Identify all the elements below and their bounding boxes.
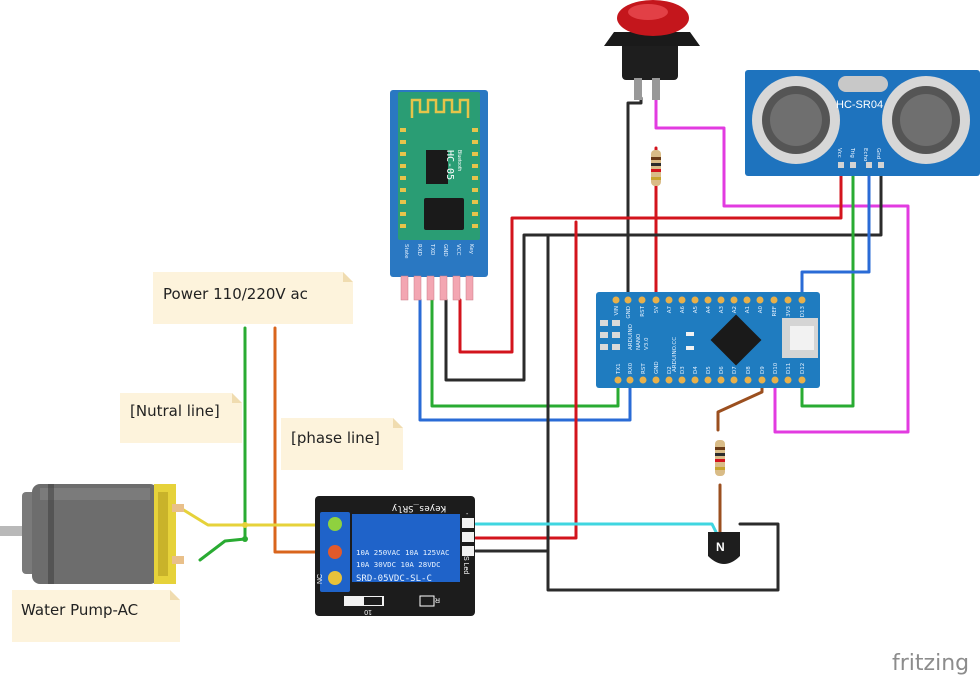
- arduino-pin-d5: D5: [706, 366, 712, 374]
- note-neutral-text: [Nutral line]: [130, 402, 220, 420]
- npn-transistor: N: [708, 532, 740, 564]
- relay-side-right: S Led: [462, 556, 469, 574]
- wire-bt-rxd-blue: [418, 298, 632, 422]
- relay-model: SRD-05VDC-SL-C: [356, 574, 432, 584]
- arduino-pin-d9: D9: [760, 366, 766, 374]
- arduino-site: ARDUINO.CC: [672, 337, 678, 372]
- arduino-pin-d2: D2: [667, 366, 673, 374]
- relay-jumper: 10: [364, 608, 372, 615]
- arduino-nano: VIN GND RST 5V A7 A6 A5 A4 A3 A2 A1 A0 REF 3V3 D13 TX1…: [596, 292, 820, 388]
- wire-bt-txd-green: [430, 298, 620, 408]
- sr04-pin-gnd: Gnd: [875, 148, 881, 159]
- arduino-pin-vin: VIN: [614, 306, 620, 316]
- arduino-name: ARDUINO: [628, 323, 634, 350]
- arduino-pin-d12: D12: [800, 363, 806, 374]
- wire-phase-orange: [273, 326, 336, 554]
- relay-specs-2: 10A 30VDC 10A 28VDC: [356, 560, 441, 569]
- wire-neutral-green: [198, 326, 247, 562]
- bt-pin-vcc: VCC: [455, 244, 461, 256]
- wire-sr04-trig-green: [800, 166, 855, 408]
- arduino-pin-a0: A0: [758, 306, 764, 314]
- wires: [180, 96, 910, 592]
- wire-pump-yellow: [180, 507, 336, 527]
- arduino-pin-d6: D6: [719, 366, 725, 374]
- wire-sr04-gnd-black: [444, 166, 883, 382]
- arduino-pin-d13: D13: [800, 306, 806, 318]
- arduino-bottom-header: [614, 376, 806, 384]
- arduino-pin-gnd: GND: [626, 306, 632, 319]
- bt-pin-key: Key: [468, 244, 474, 255]
- note-neutral: [Nutral line]: [120, 393, 242, 443]
- arduino-pin-d11: D11: [786, 363, 792, 374]
- arduino-pin-a5: A5: [693, 306, 699, 314]
- sr04-pin-trig: Trig: [849, 147, 855, 158]
- arduino-pin-a3: A3: [719, 306, 725, 314]
- arduino-pin-rst: RST: [640, 305, 646, 316]
- note-phase-text: [phase line]: [291, 429, 380, 447]
- fritzing-watermark: fritzing: [892, 651, 969, 676]
- bluetooth-module: HC-05 Bluetooth State RXD TXD GND VCC Ke…: [390, 90, 488, 301]
- arduino-pin-a1: A1: [745, 306, 751, 313]
- arduino-pin-a4: A4: [706, 306, 712, 314]
- wire-button-black: [626, 96, 643, 302]
- wire-sr04-vcc-red: [458, 166, 843, 354]
- note-pump-text: Water Pump-AC: [21, 601, 138, 619]
- note-pump: Water Pump-AC: [12, 590, 180, 642]
- bt-pin-gnd: GND: [442, 244, 448, 257]
- arduino-pin-3v3: 3V3: [786, 306, 792, 317]
- bluetooth-model: HC-05: [444, 150, 455, 180]
- arduino-pin-d10: D10: [773, 362, 779, 374]
- arduino-pin-a6: A6: [680, 306, 686, 314]
- ultrasonic-sensor: HC-SR04 Vcc Trig Echo Gnd: [745, 70, 980, 176]
- note-power-text: Power 110/220V ac: [163, 285, 308, 303]
- arduino-pin-gnd: GND: [654, 361, 660, 374]
- push-button: [604, 0, 700, 100]
- resistor-base: [715, 440, 725, 476]
- arduino-version: V3.0: [644, 337, 650, 350]
- arduino-pin-ref: REF: [772, 306, 778, 316]
- relay-brand: Keyes_SRly: [391, 503, 446, 513]
- relay-module: 10A 250VAC 10A 125VAC 10A 30VDC 10A 28VD…: [315, 496, 475, 616]
- arduino-pin-a2: A2: [732, 306, 738, 313]
- relay-r1: R1: [431, 596, 440, 603]
- wire-button-magenta: [654, 96, 910, 434]
- sr04-pin-echo: Echo: [862, 148, 868, 162]
- resistor-button: [651, 150, 661, 186]
- arduino-pin-d8: D8: [746, 366, 752, 374]
- arduino-top-header: [612, 296, 806, 304]
- bt-pin-txd: TXD: [429, 243, 435, 255]
- relay-nc: NC: [317, 574, 324, 584]
- arduino-pin-d7: D7: [732, 366, 738, 374]
- note-power: Power 110/220V ac: [153, 272, 353, 324]
- wire-sr04-echo-blue: [800, 166, 871, 302]
- relay-pin-minus: -: [466, 511, 469, 518]
- water-pump-motor: [0, 484, 184, 584]
- bt-pin-state: State: [403, 244, 409, 259]
- wire-gnd-black: [546, 233, 780, 592]
- wire-signal-cyan: [474, 522, 718, 534]
- arduino-pin-a7: A7: [667, 306, 673, 314]
- arduino-pin-d3: D3: [680, 366, 686, 374]
- bt-pin-rxd: RXD: [416, 244, 422, 256]
- sr04-pin-vcc: Vcc: [836, 148, 842, 158]
- arduino-pin-5v: 5V: [654, 306, 660, 313]
- transistor-label: N: [716, 540, 725, 554]
- wire-5v-red: [474, 220, 578, 540]
- note-phase: [phase line]: [281, 418, 403, 470]
- arduino-pin-d4: D4: [693, 366, 699, 374]
- relay-specs-1: 10A 250VAC 10A 125VAC: [356, 548, 449, 557]
- arduino-model: NANO: [636, 333, 642, 350]
- arduino-pin-rx0: RX0: [628, 362, 634, 374]
- arduino-pin-rst: RST: [641, 363, 647, 374]
- arduino-pin-tx1: TX1: [616, 363, 622, 375]
- ultrasonic-model: HC-SR04: [836, 99, 883, 111]
- bluetooth-subtitle: Bluetooth: [456, 150, 462, 171]
